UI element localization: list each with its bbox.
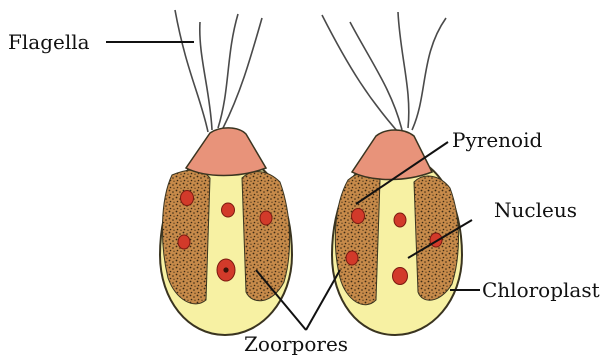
label-nucleus: Nucleus — [494, 200, 577, 220]
label-pyrenoid: Pyrenoid — [452, 130, 542, 150]
leader-zoospores-right — [306, 270, 340, 330]
apical-cap-left — [186, 128, 266, 176]
label-flagella: Flagella — [8, 32, 90, 52]
flagella-right — [322, 12, 446, 132]
nucleus-right — [393, 268, 408, 285]
nucleus-left — [217, 259, 235, 281]
zoospore-right — [322, 12, 462, 335]
apical-cap-right — [352, 130, 432, 180]
zoospore-left — [160, 10, 292, 335]
flagella-left — [175, 10, 262, 132]
label-zoospores: Zoorpores — [244, 334, 348, 354]
label-chloroplast: Chloroplast — [482, 280, 600, 300]
